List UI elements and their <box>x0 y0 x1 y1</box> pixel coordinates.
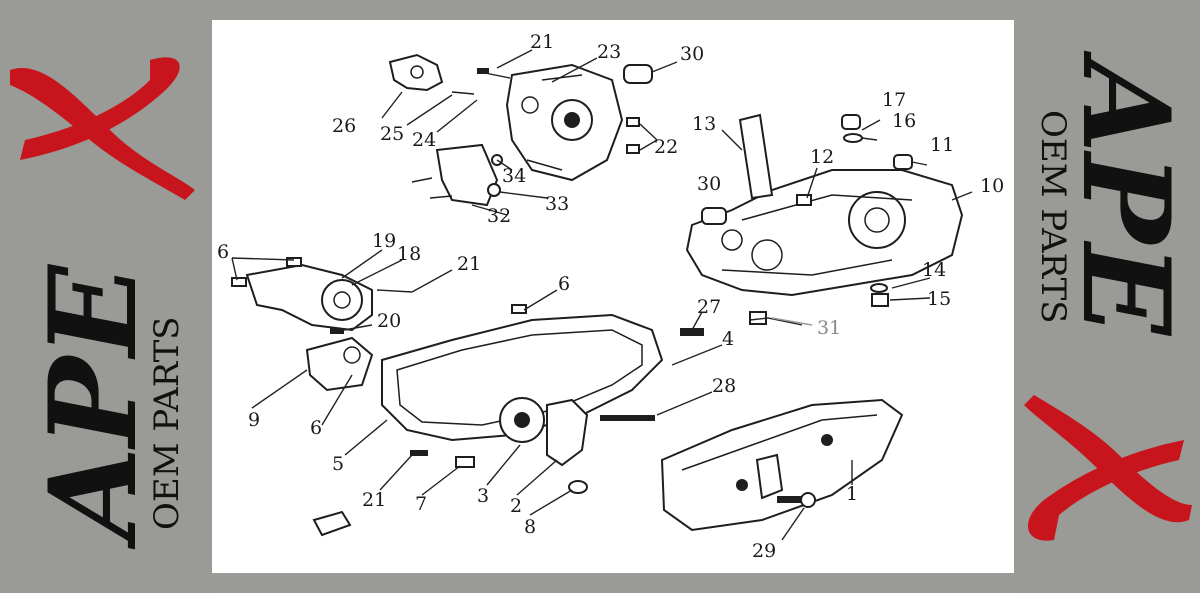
callout-30-top: 30 <box>680 43 704 65</box>
side-cover-assembly <box>231 257 413 334</box>
callout-27: 27 <box>697 296 721 318</box>
callout-32: 32 <box>487 205 511 227</box>
crankcase-half <box>685 113 964 325</box>
callout-3: 3 <box>477 485 489 507</box>
callout-15: 15 <box>927 288 951 310</box>
callout-18: 18 <box>397 243 421 265</box>
outer-drive-cover <box>660 398 904 532</box>
callout-26: 26 <box>332 115 356 137</box>
apex-logo-left: APE OEM PARTS <box>10 57 195 550</box>
callout-33: 33 <box>545 193 569 215</box>
drive-cover-gasket <box>305 304 704 537</box>
callout-34: 34 <box>502 165 526 187</box>
callout-5: 5 <box>332 453 344 475</box>
callout-13: 13 <box>692 113 716 135</box>
right-brand-banner: APE OEM PARTS <box>1014 0 1200 593</box>
callout-2: 2 <box>510 495 522 517</box>
callout-25: 25 <box>380 123 404 145</box>
callout-6-left: 6 <box>217 241 229 263</box>
callout-12: 12 <box>810 146 834 168</box>
svg-text:APE: APE <box>23 264 164 550</box>
left-brand-banner: APE OEM PARTS <box>0 0 212 593</box>
callout-17: 17 <box>882 89 906 111</box>
callout-1: 1 <box>846 483 858 505</box>
oem-parts-left: OEM PARTS <box>147 316 187 530</box>
callout-8: 9 <box>248 409 260 431</box>
callout-30-mid: 30 <box>697 173 721 195</box>
oil-pump-assembly <box>388 53 653 207</box>
callout-14: 14 <box>922 259 946 281</box>
callout-6-mid: 6 <box>558 273 570 295</box>
oem-parts-right: OEM PARTS <box>1033 110 1073 324</box>
callout-23: 23 <box>597 41 621 63</box>
callout-4: 4 <box>722 328 734 350</box>
callout-19: 19 <box>372 230 396 252</box>
callout-16: 16 <box>892 110 916 132</box>
svg-text:APE: APE <box>1055 50 1196 336</box>
apex-logo-right: APE OEM PARTS <box>1024 50 1196 541</box>
callout-9: 8 <box>524 516 536 538</box>
callout-21-mid: 21 <box>457 253 481 275</box>
callout-24: 24 <box>412 129 436 151</box>
callout-20: 20 <box>377 310 401 332</box>
callout-22: 22 <box>654 136 678 158</box>
callout-28: 28 <box>712 375 736 397</box>
callout-31: 31 <box>817 317 841 339</box>
callout-6-low: 6 <box>310 417 322 439</box>
callout-11: 11 <box>930 134 954 156</box>
callout-10: 10 <box>980 175 1004 197</box>
diagram-svg: 21 23 30 26 25 24 22 34 33 32 13 12 17 1… <box>217 31 1004 562</box>
callout-21-top: 21 <box>530 31 554 53</box>
exploded-parts-diagram: 21 23 30 26 25 24 22 34 33 32 13 12 17 1… <box>212 20 1014 573</box>
callout-29: 29 <box>752 540 776 562</box>
callout-7: 7 <box>415 493 427 515</box>
callout-21-low: 21 <box>362 489 386 511</box>
